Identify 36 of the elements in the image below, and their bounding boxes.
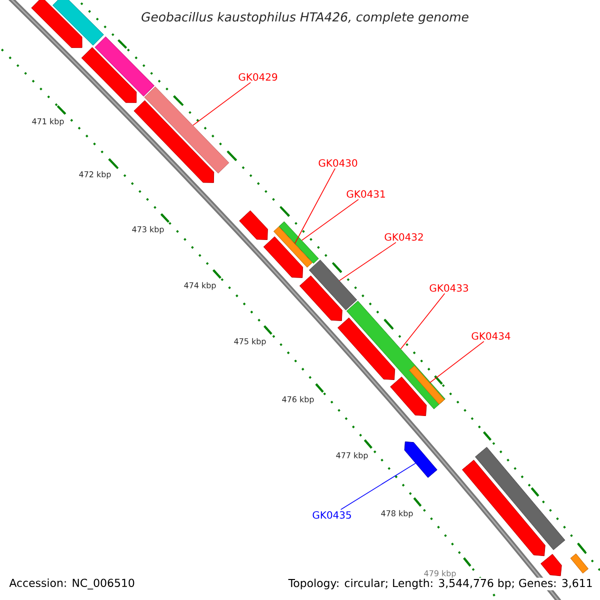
gene-feature [299, 275, 342, 322]
gene-label: GK0435 [312, 511, 351, 519]
gene-feature [273, 226, 313, 268]
gene-label: GK0431 [346, 190, 385, 198]
gene-feature [239, 210, 268, 240]
gene-feature [52, 0, 104, 46]
gene-feature [144, 86, 230, 174]
gene-feature [81, 47, 137, 103]
gene-feature [390, 376, 427, 416]
gene-feature [540, 554, 562, 576]
gene-feature [31, 0, 82, 48]
leader-line [400, 293, 446, 350]
gene-feature [94, 36, 154, 97]
gene-label: GK0434 [472, 332, 510, 340]
leader-line [339, 242, 396, 281]
gene-feature [134, 100, 214, 183]
gene-label: GK0430 [318, 159, 358, 167]
gene-feature [308, 260, 358, 310]
gene-feature [278, 221, 319, 264]
leader-line [340, 462, 416, 510]
footer-text: Topology: circular; Length: 3,544,776 bp; Genes: 3,611 [287, 578, 594, 590]
gene-label: GK0433 [430, 284, 468, 292]
footer-text: Accession: NC_006510 [8, 578, 136, 590]
gene-feature [570, 554, 588, 574]
title: Geobacillus kaustophilus HTA426, complete genome [142, 12, 468, 24]
gene-label: GK0432 [384, 233, 423, 241]
leader-line [301, 199, 359, 241]
leader-line [192, 82, 252, 126]
gene-label: GK0429 [238, 73, 278, 81]
leader-line [429, 341, 484, 384]
gene-feature [404, 441, 438, 478]
gene-feature [475, 446, 566, 550]
gene-feature [338, 318, 396, 380]
gene-feature [263, 236, 304, 278]
leader-line [294, 168, 336, 244]
gene-feature [462, 460, 546, 556]
